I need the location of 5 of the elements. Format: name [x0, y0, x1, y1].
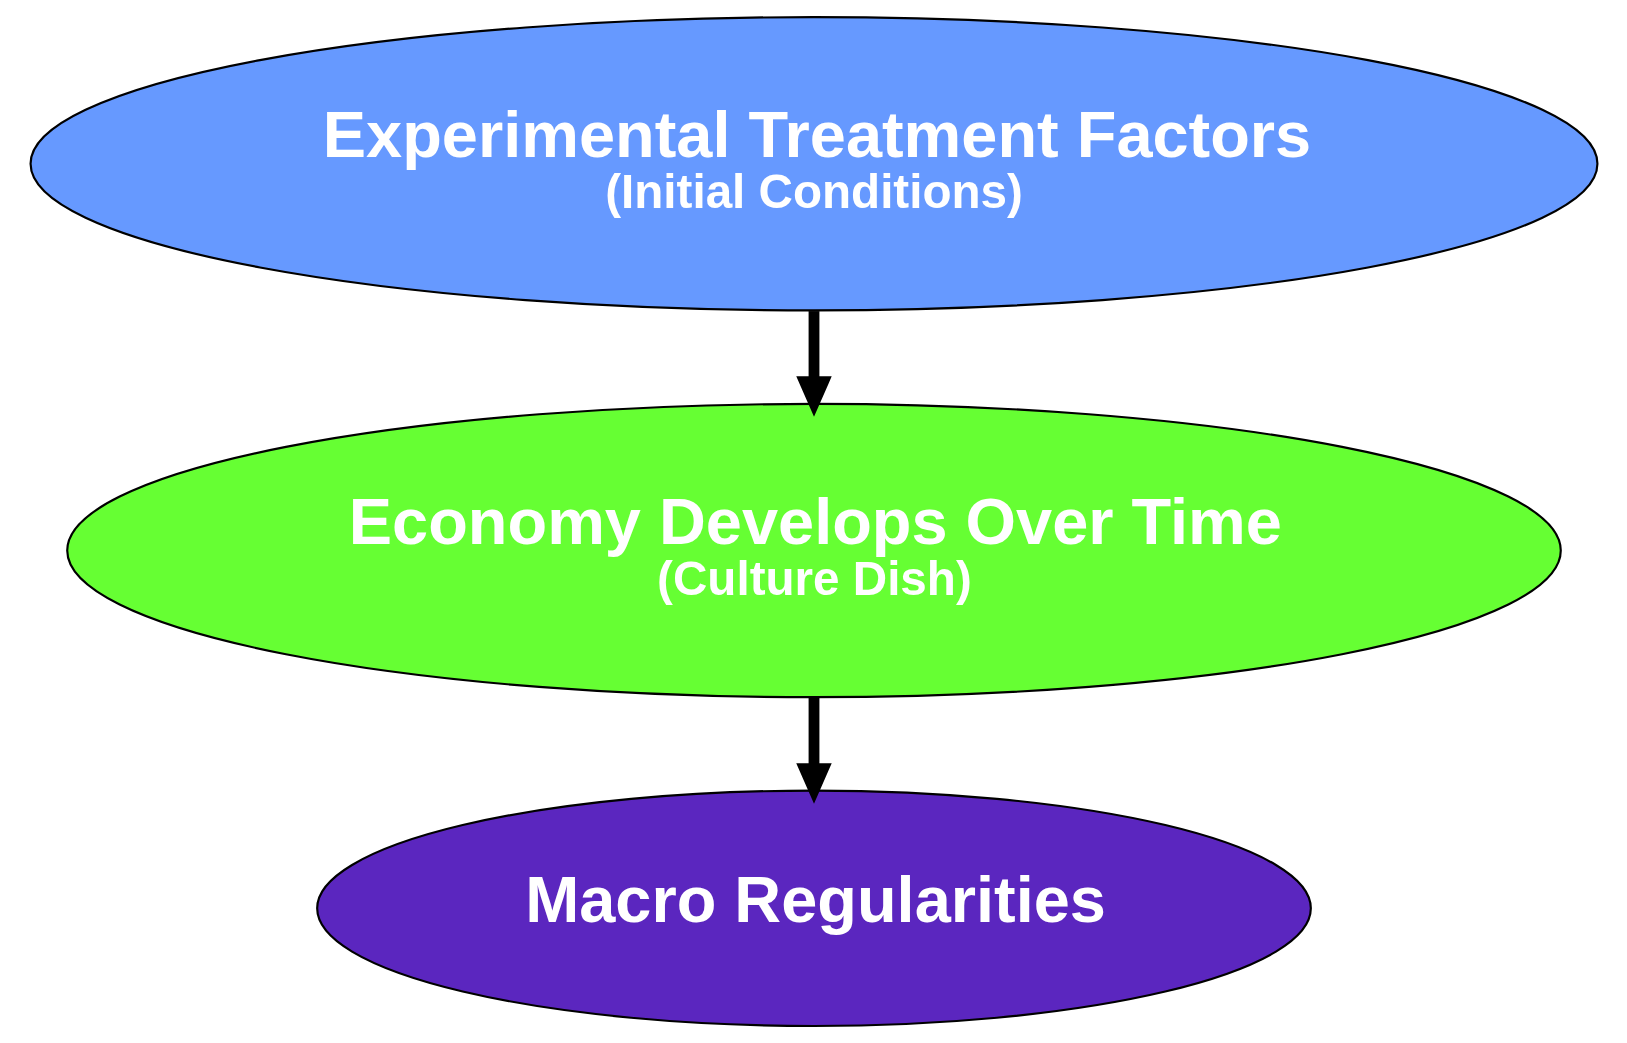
node-ellipse: Experimental Treatment Factors (Initial Conditions): [29, 16, 1598, 312]
arrow: [795, 311, 832, 417]
arrow: [795, 697, 832, 804]
node-ellipse: Economy Develops Over Time (Culture Dish): [65, 402, 1562, 699]
node-ellipse: Macro Regularities: [315, 789, 1312, 1028]
